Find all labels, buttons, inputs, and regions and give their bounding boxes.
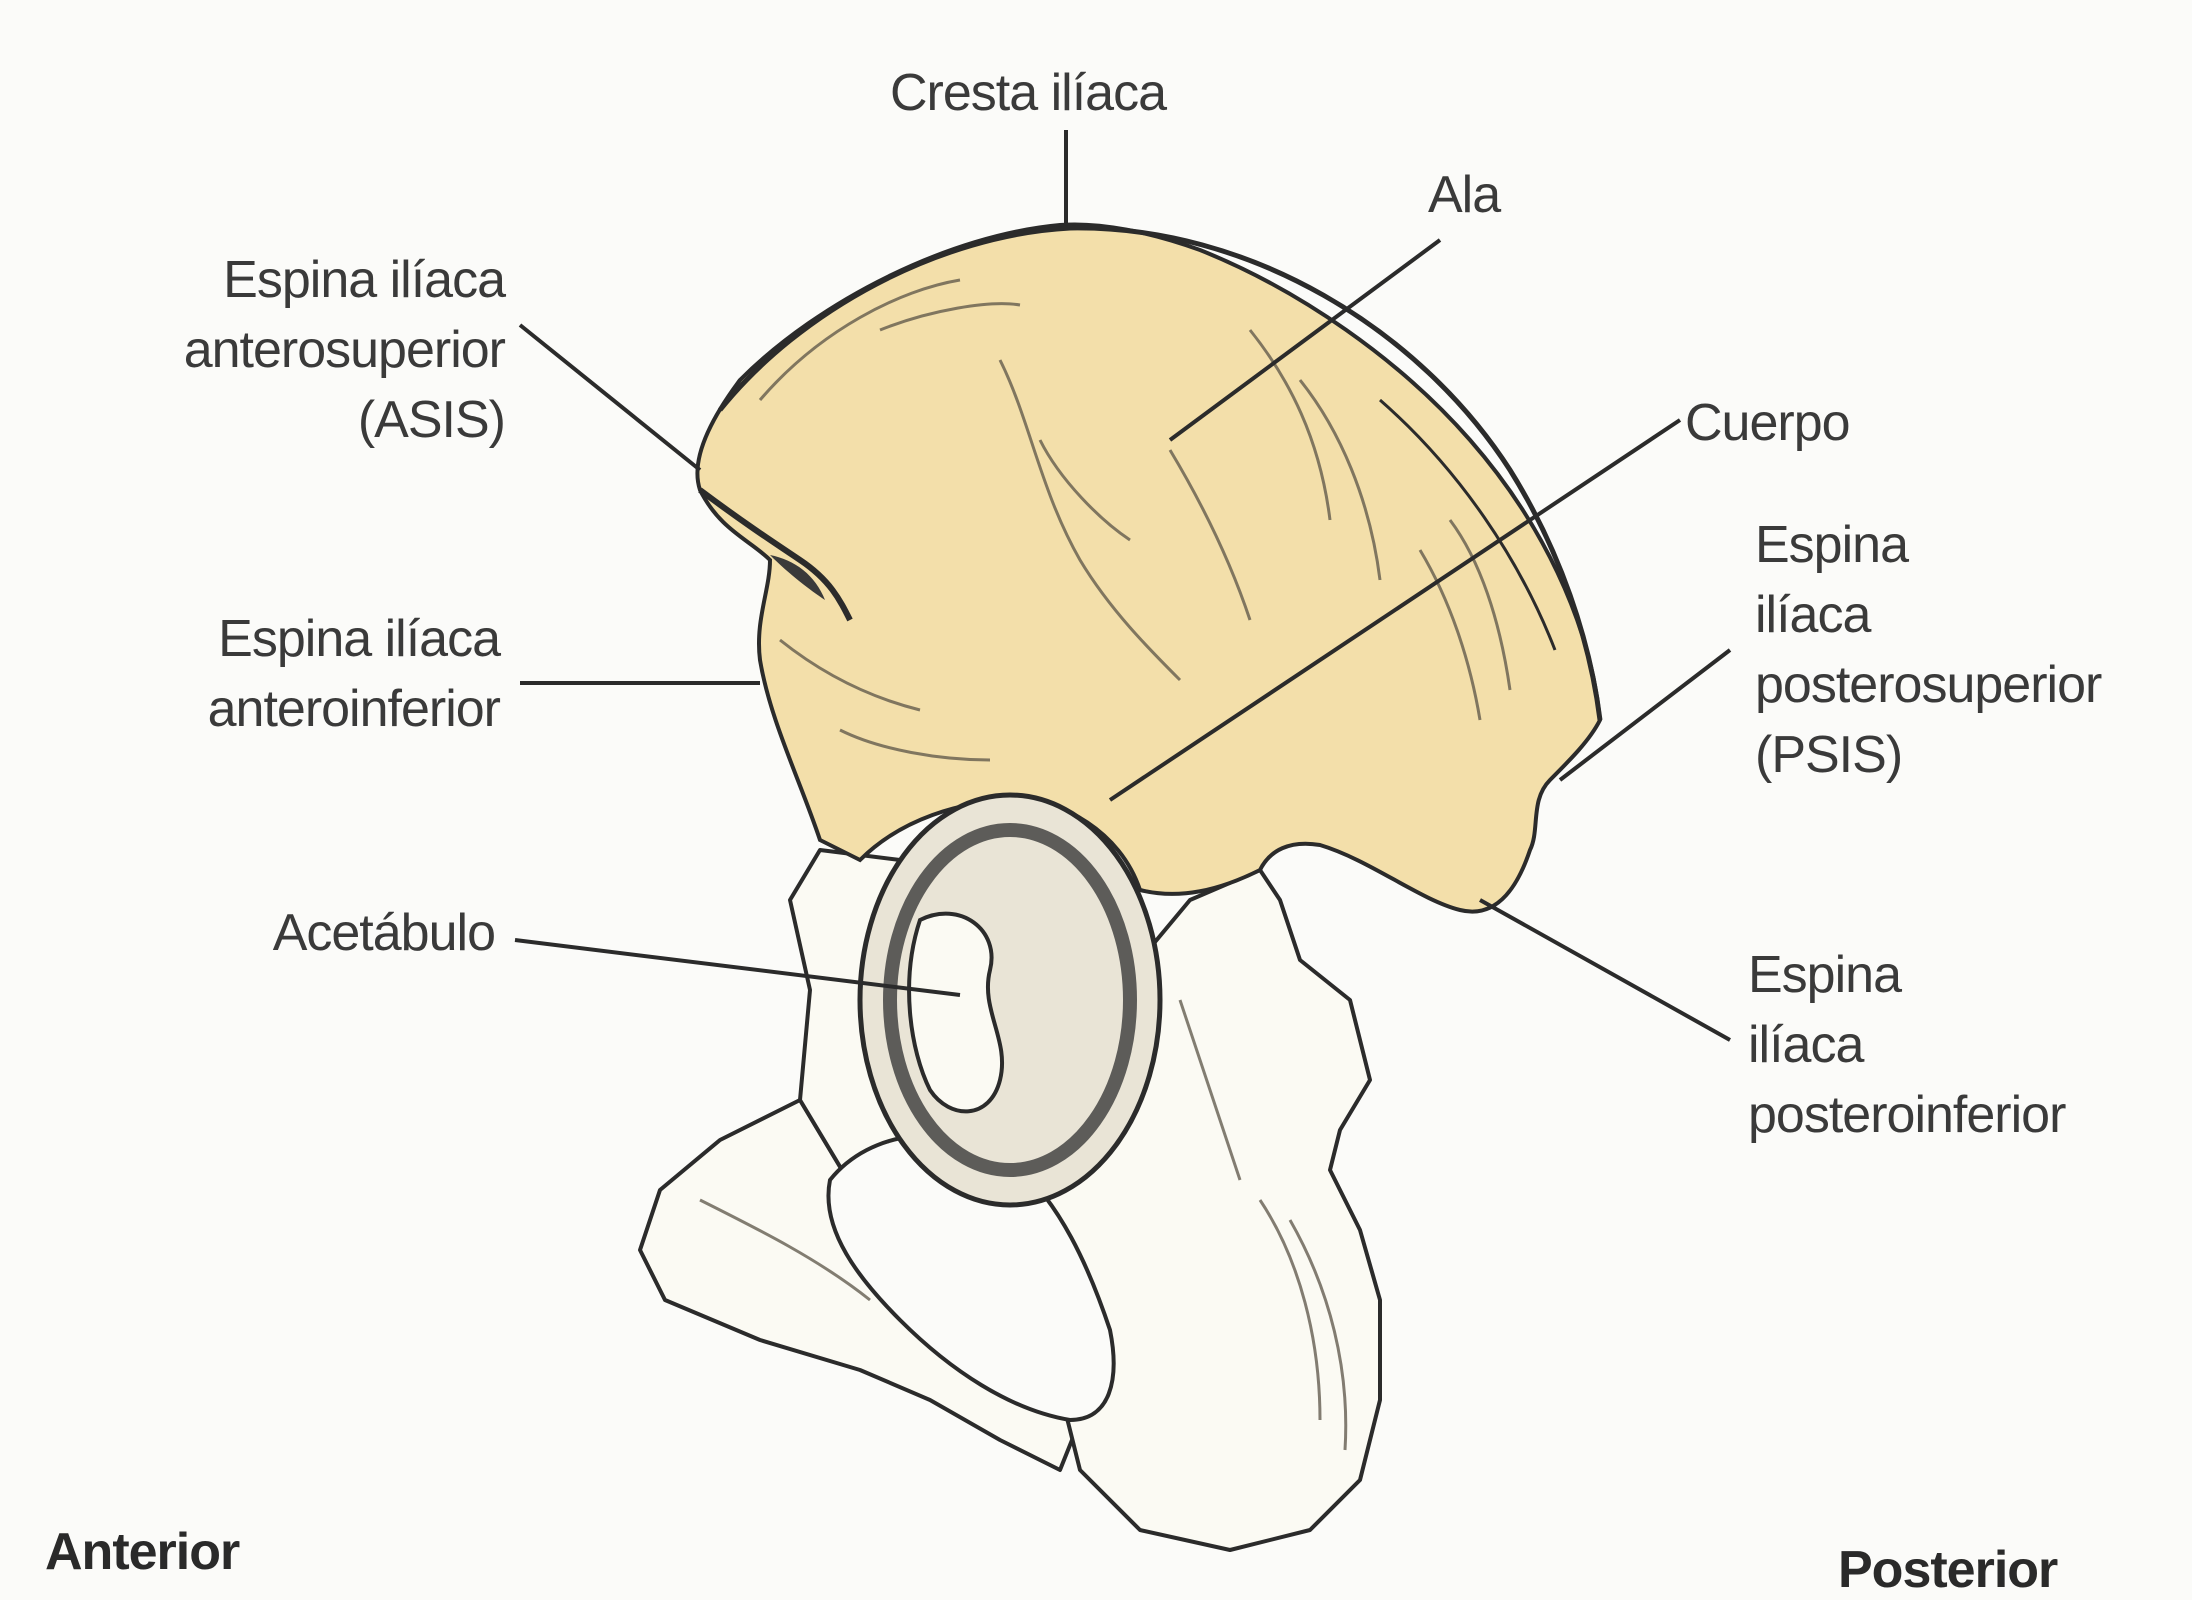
label-acetabulo: Acetábulo — [100, 898, 495, 968]
label-cresta-iliaca: Cresta ilíaca — [890, 58, 1166, 128]
ilium — [697, 224, 1600, 911]
label-asis: Espina ilíaca anterosuperior (ASIS) — [70, 245, 505, 455]
direction-posterior: Posterior — [1838, 1540, 2057, 1600]
label-psis-line-3: posterosuperior — [1755, 650, 2101, 720]
label-asis-line-3: (ASIS) — [70, 385, 505, 455]
label-psii-line-2: ilíaca — [1748, 1010, 2065, 1080]
label-asis-line-1: Espina ilíaca — [70, 245, 505, 315]
label-psis-line-2: ilíaca — [1755, 580, 2101, 650]
label-ala: Ala — [1428, 160, 1500, 230]
label-aiis-line-2: anteroinferior — [70, 674, 500, 744]
label-aiis-line-1: Espina ilíaca — [70, 604, 500, 674]
direction-anterior: Anterior — [45, 1522, 239, 1582]
acetabulum-socket — [860, 795, 1160, 1205]
label-asis-line-2: anterosuperior — [70, 315, 505, 385]
leader-psii — [1480, 900, 1730, 1040]
label-aiis: Espina ilíaca anteroinferior — [70, 604, 500, 744]
label-cuerpo: Cuerpo — [1685, 388, 1850, 458]
label-psis: Espina ilíaca posterosuperior (PSIS) — [1755, 510, 2101, 790]
leader-asis — [520, 325, 700, 470]
label-psis-line-1: Espina — [1755, 510, 2101, 580]
label-psii-line-1: Espina — [1748, 940, 2065, 1010]
label-psis-line-4: (PSIS) — [1755, 720, 2101, 790]
label-psii: Espina ilíaca posteroinferior — [1748, 940, 2065, 1150]
label-psii-line-3: posteroinferior — [1748, 1080, 2065, 1150]
